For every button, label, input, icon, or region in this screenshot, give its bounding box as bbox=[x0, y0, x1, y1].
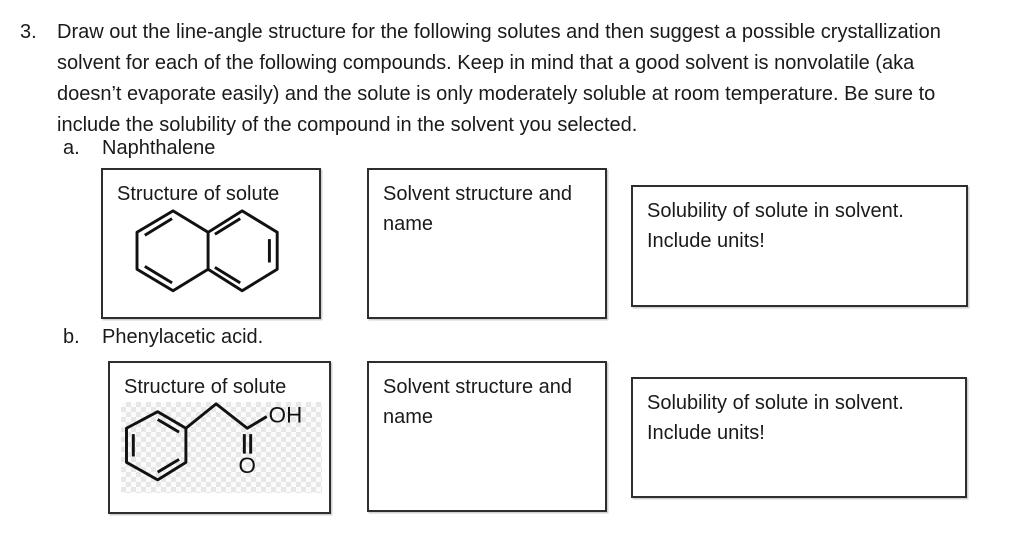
part-b-solvent-box[interactable]: Solvent structure and name bbox=[367, 361, 607, 512]
question-line-1: Draw out the line-angle structure for th… bbox=[57, 21, 941, 43]
part-b-solvent-box-label: Solvent structure and name bbox=[383, 372, 572, 432]
part-a-solubility-label-line-1: Solubility of solute in solvent. bbox=[647, 200, 904, 222]
part-b-solubility-label-line-1: Solubility of solute in solvent. bbox=[647, 392, 904, 414]
naphthalene-structure-drawing bbox=[135, 209, 279, 293]
carbonyl-oxygen-atom-label: O bbox=[238, 453, 255, 478]
part-a-solubility-box-label: Solubility of solute in solvent. Include… bbox=[647, 196, 904, 256]
question-text: Draw out the line-angle structure for th… bbox=[57, 17, 941, 141]
question-line-3: doesn’t evaporate easily) and the solute… bbox=[57, 83, 936, 105]
question-line-4: include the solubility of the compound i… bbox=[57, 114, 638, 136]
question-number: 3. bbox=[20, 21, 37, 43]
part-a-solvent-box-label: Solvent structure and name bbox=[383, 179, 572, 239]
part-a-solvent-label-line-1: Solvent structure and bbox=[383, 183, 572, 205]
part-b-solvent-label-line-2: name bbox=[383, 406, 434, 428]
phenylacetic-acid-structure-drawing: OH O bbox=[125, 402, 303, 482]
part-a-solvent-box[interactable]: Solvent structure and name bbox=[367, 168, 607, 319]
part-a-solubility-label-line-2: Include units! bbox=[647, 230, 765, 252]
part-b-solubility-label-line-2: Include units! bbox=[647, 422, 765, 444]
part-b-structure-box-label: Structure of solute bbox=[124, 376, 287, 398]
part-a-solubility-box[interactable]: Solubility of solute in solvent. Include… bbox=[631, 185, 968, 307]
part-b-label: b. bbox=[63, 326, 80, 348]
part-b-solubility-box-label: Solubility of solute in solvent. Include… bbox=[647, 388, 904, 448]
part-a-structure-box: Structure of solute bbox=[101, 168, 321, 319]
part-b-solvent-label-line-1: Solvent structure and bbox=[383, 376, 572, 398]
part-b-solubility-box[interactable]: Solubility of solute in solvent. Include… bbox=[631, 377, 967, 498]
question-line-2: solvent for each of the following compou… bbox=[57, 52, 915, 74]
part-a-structure-box-label: Structure of solute bbox=[117, 183, 280, 205]
part-a-label: a. bbox=[63, 137, 80, 159]
part-a-title: Naphthalene bbox=[102, 137, 216, 159]
part-b-title: Phenylacetic acid. bbox=[102, 326, 264, 348]
hydroxyl-atom-label: OH bbox=[269, 402, 303, 427]
part-b-structure-box: Structure of solute OH O bbox=[108, 361, 331, 514]
part-a-solvent-label-line-2: name bbox=[383, 213, 434, 235]
